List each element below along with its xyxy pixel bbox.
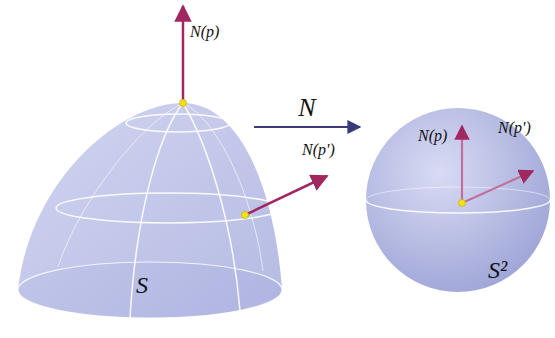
surface-node: S [18, 95, 284, 321]
vector-label: N(p) [418, 128, 447, 144]
normal-vector [182, 6, 185, 103]
paraboloid-shape [18, 95, 284, 321]
surface-label: S [136, 273, 148, 297]
vector-label: N(p') [302, 142, 335, 158]
map-label: N [298, 95, 315, 121]
vector-label: N(p') [498, 120, 531, 136]
map-arrow [254, 126, 360, 128]
vector-label: N(p) [190, 24, 219, 40]
surface-label: S² [488, 258, 507, 282]
